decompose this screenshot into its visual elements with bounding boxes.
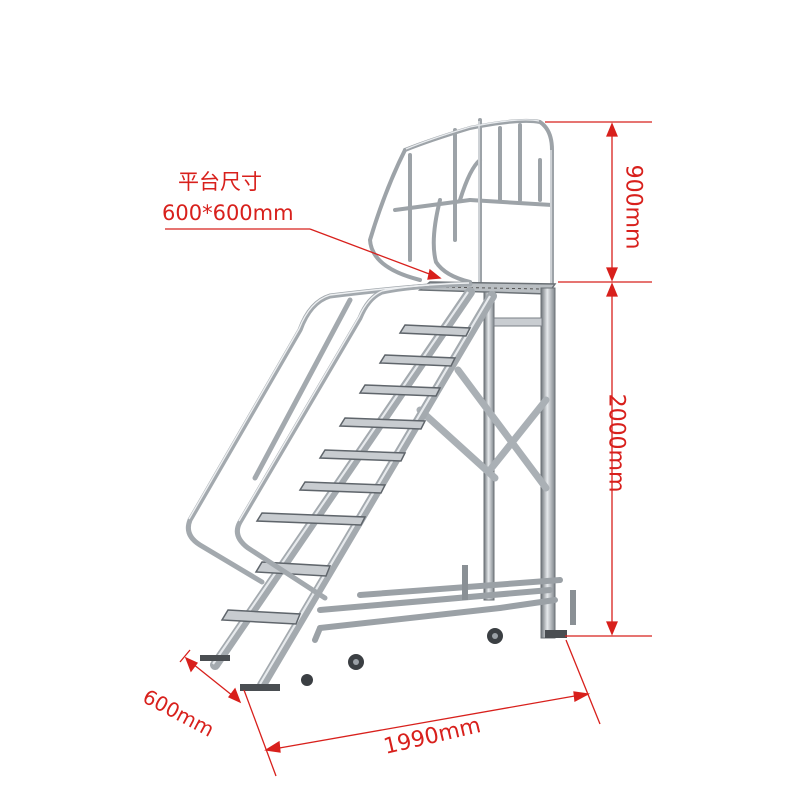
platform-guardrail	[367, 118, 554, 287]
stair-treads	[220, 324, 472, 625]
base-frame	[312, 577, 563, 643]
cross-braces	[416, 366, 550, 492]
dimension-lines	[165, 121, 652, 777]
platform-size-value: 600*600mm	[162, 201, 294, 225]
rear-posts	[483, 287, 556, 639]
stair-handrails	[185, 281, 473, 601]
guardrail-height-label: 900mm	[620, 164, 646, 250]
platform-size-title: 平台尺寸	[178, 170, 262, 194]
casters	[200, 565, 576, 691]
platform-height-label: 2000mm	[603, 393, 629, 493]
